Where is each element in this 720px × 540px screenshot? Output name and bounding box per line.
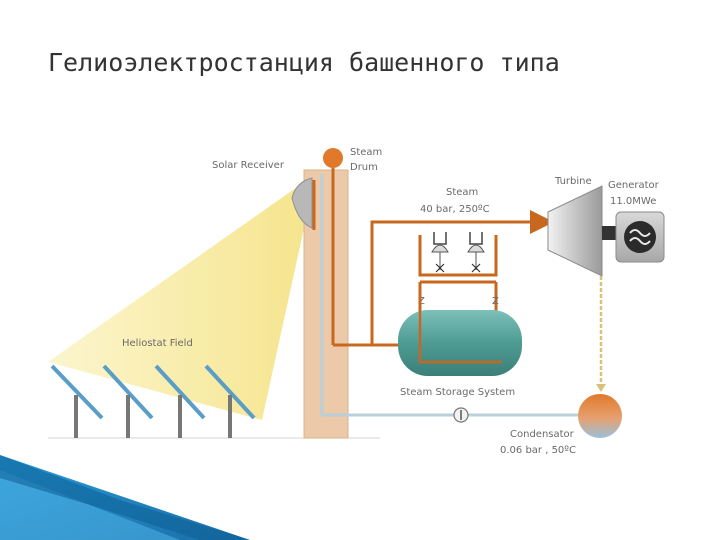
- label-steam-1: Steam: [446, 187, 478, 198]
- label-steam-2: 40 bar, 250ºC: [420, 204, 490, 215]
- label-steam-drum-1: Steam: [350, 147, 382, 158]
- slide-title: Гелиоэлектростанция башенного типа: [48, 48, 560, 77]
- label-solar-receiver: Solar Receiver: [212, 160, 285, 171]
- label-steam-drum-2: Drum: [350, 162, 378, 173]
- exhaust-arrow: [596, 384, 606, 392]
- steam-storage-tank: [398, 310, 522, 376]
- condensator: [578, 394, 622, 438]
- turbine-shaft: [602, 226, 616, 240]
- valve-left: [431, 232, 449, 273]
- heliostat-4: [204, 364, 256, 438]
- steam-drum: [323, 148, 343, 168]
- label-storage: Steam Storage System: [400, 387, 515, 398]
- light-beam: [48, 185, 308, 420]
- storage-inner-pipe: [418, 290, 502, 364]
- label-turbine: Turbine: [554, 176, 592, 187]
- heliostat-1: [50, 364, 104, 438]
- slide-accent-decoration: [0, 455, 250, 540]
- z-marker-right: Z: [492, 296, 499, 307]
- label-generator-2: 11.0MWe: [610, 196, 656, 207]
- water-return-pipe: [320, 174, 590, 417]
- turbine: [547, 185, 603, 277]
- z-marker-left: Z: [418, 296, 425, 307]
- label-heliostat-field: Heliostat Field: [122, 338, 193, 349]
- solar-receiver: [291, 177, 313, 229]
- steam-manifold: [418, 235, 498, 277]
- label-generator-1: Generator: [608, 180, 660, 191]
- valve-right: [467, 232, 485, 273]
- heliostat-2: [102, 364, 154, 438]
- steam-pipe-main: [370, 210, 554, 345]
- sine-wave-icon: [629, 229, 651, 245]
- generator-symbol: [624, 221, 656, 253]
- label-condensator-1: Condensator: [510, 429, 575, 440]
- label-condensator-2: 0.06 bar , 50ºC: [500, 445, 576, 456]
- heliostat-3: [154, 364, 206, 438]
